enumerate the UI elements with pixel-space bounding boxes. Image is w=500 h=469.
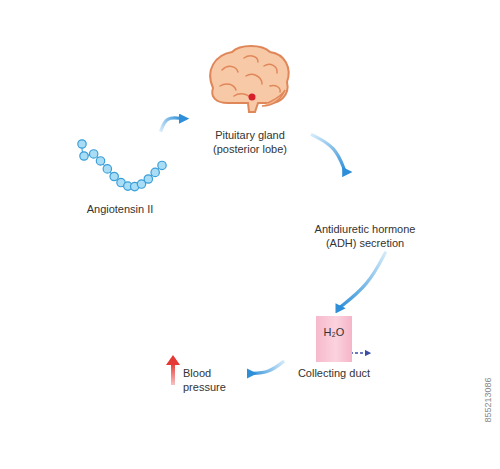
process-step: Pituitary gland (posterior lobe) [188,44,312,156]
duct-node: H₂O Collecting duct [288,316,380,380]
flow-arrow [339,252,386,309]
step-label: Pituitary gland (posterior lobe) [200,128,300,156]
step-label: Blood pressure [183,366,239,394]
watermark: 855213086 [483,360,493,440]
step-label: Antidiuretic hormone (ADH) secretion [304,222,426,250]
process-step: Antidiuretic hormone (ADH) secretion [300,178,430,250]
flow-arrow [250,361,284,374]
peptide-chain [78,140,166,191]
duct-box: H₂O [316,316,352,362]
step-label: Collecting duct [288,366,380,380]
molecule-label: H₂O [316,325,352,339]
process-step: Blood pressure [162,356,242,394]
flow-arrow [311,134,345,172]
brain-icon [210,46,288,112]
increase-arrow [166,355,180,385]
flow-arrow [161,118,182,132]
step-label: Angiotensin II [65,202,175,216]
process-step: Angiotensin II [62,132,178,216]
